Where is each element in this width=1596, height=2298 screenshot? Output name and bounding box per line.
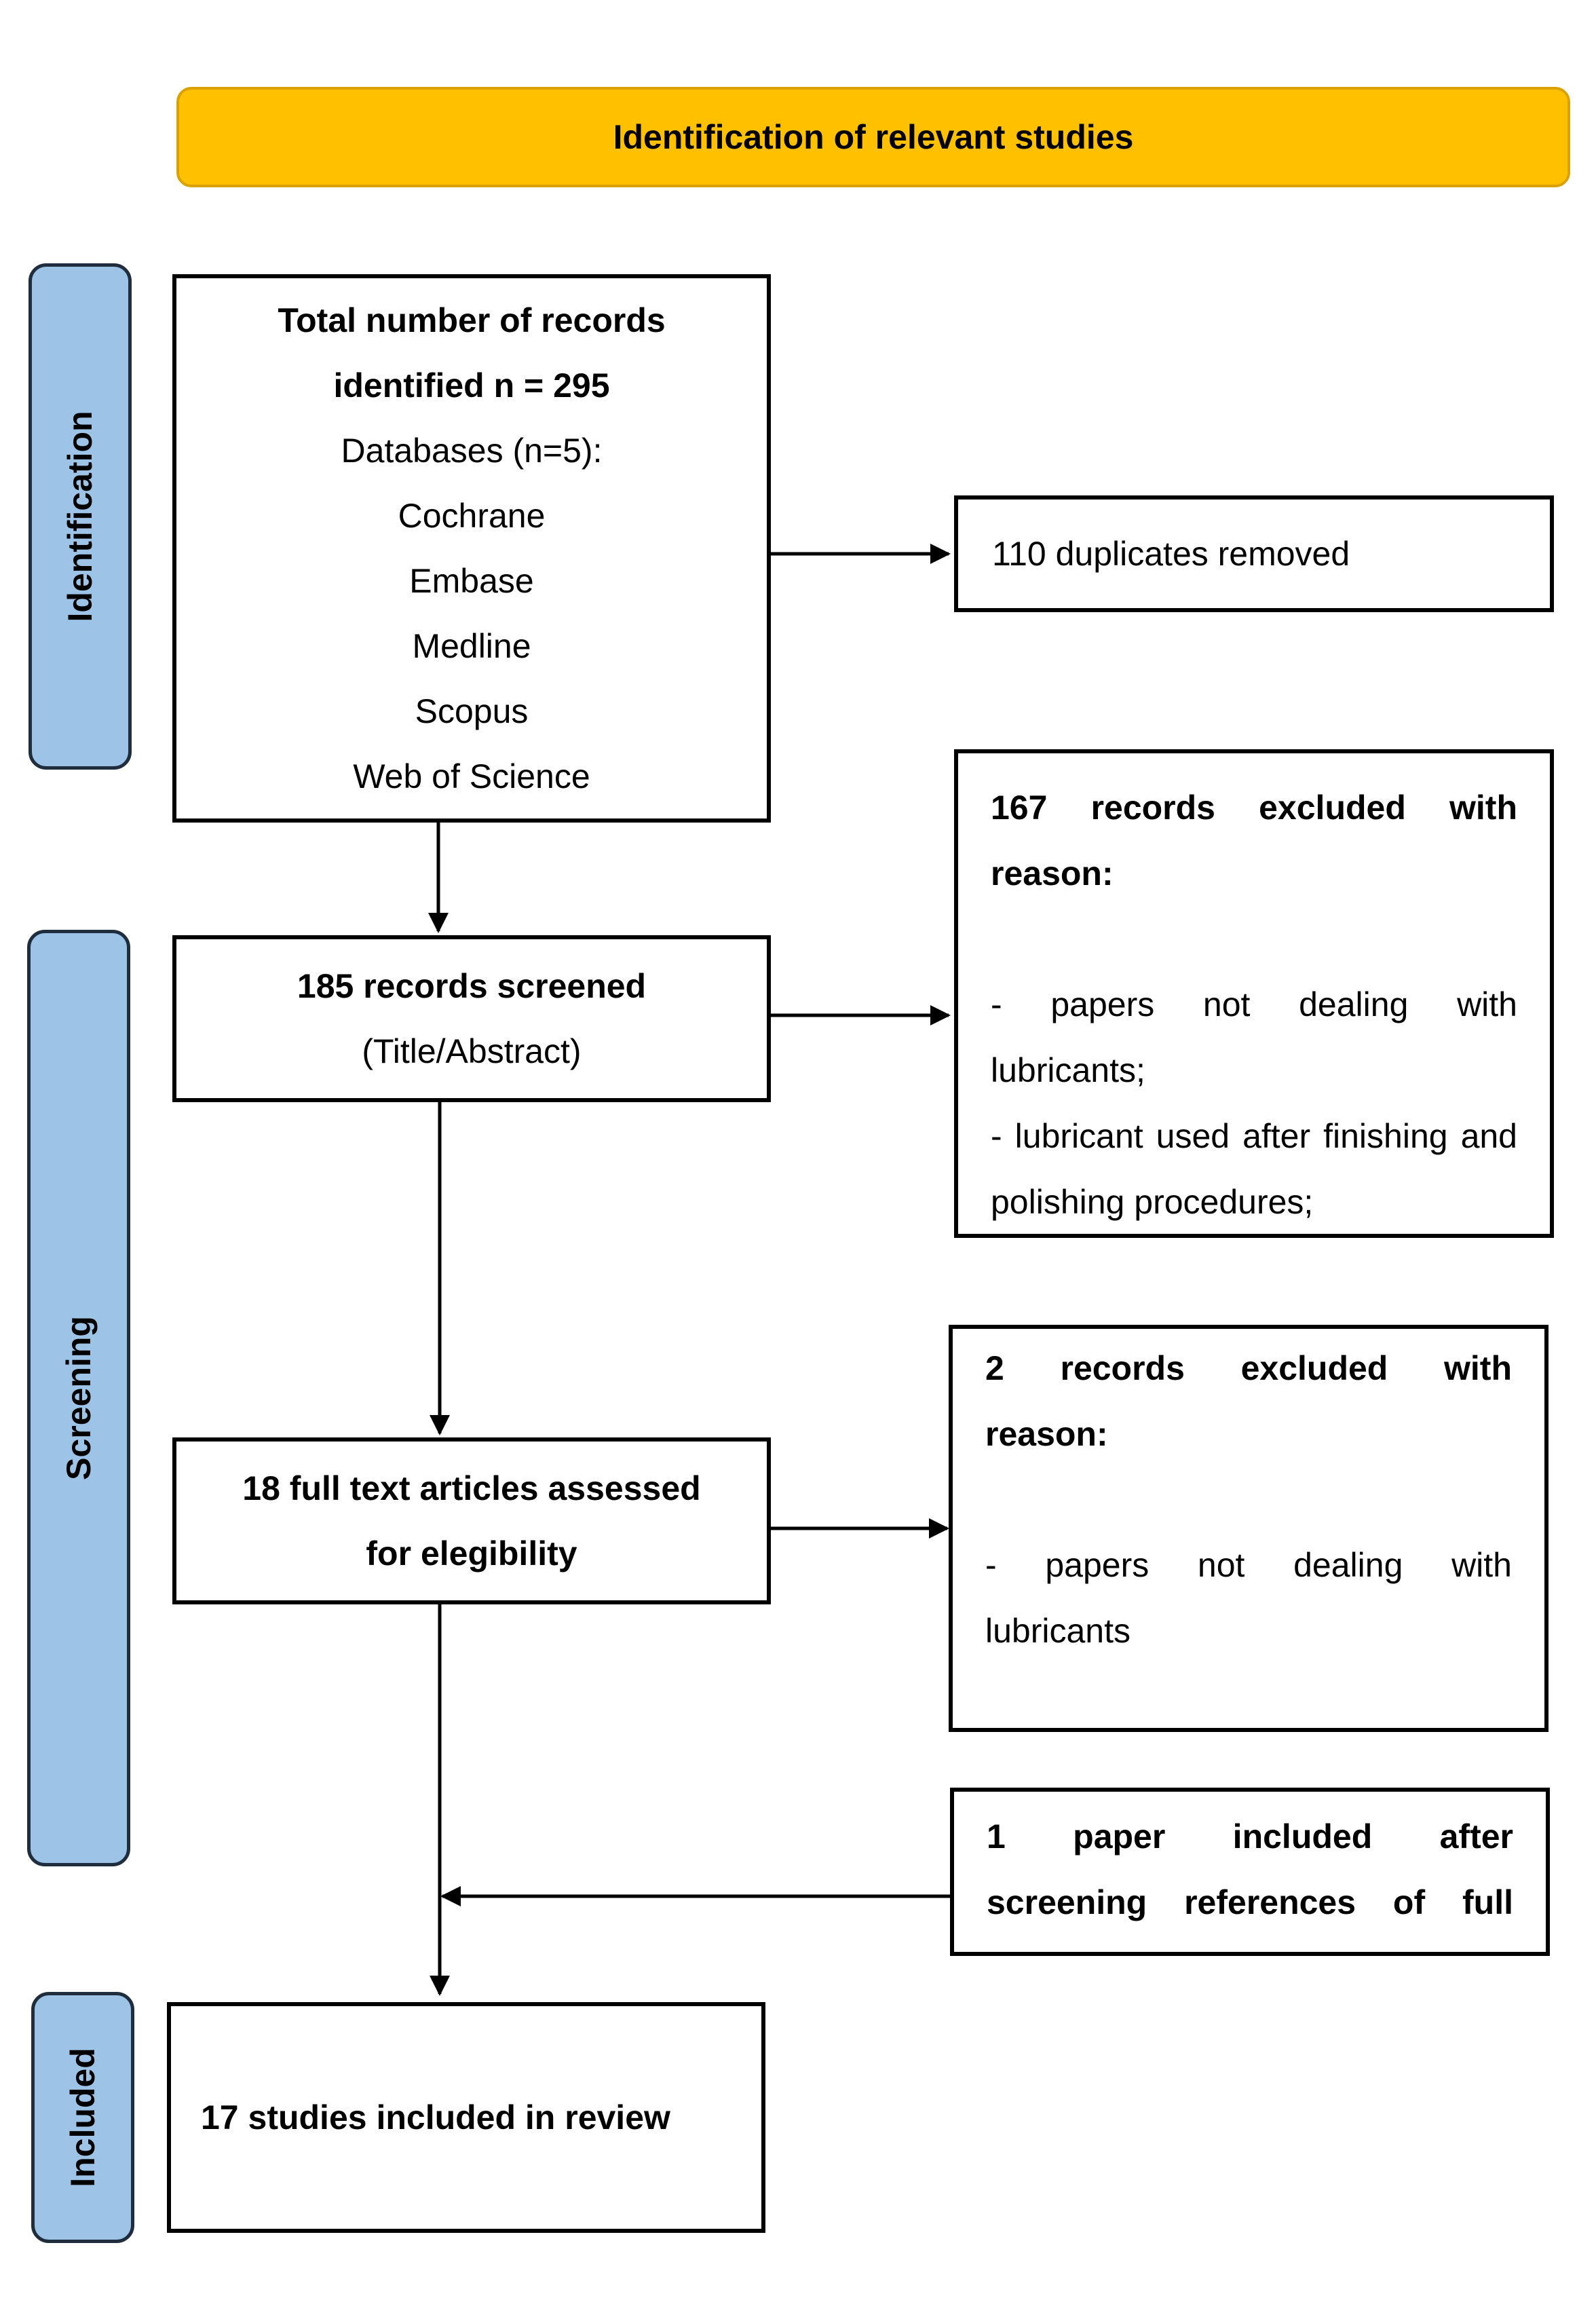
excluded-fulltext-reason1a: - papers not dealing with [985,1546,1512,1584]
spacer [985,1467,1512,1532]
screened-line1: 185 records screened [297,967,647,1005]
databases-heading: Databases (n=5): [341,432,603,470]
stage-identification: Identification [28,263,132,770]
excluded-fulltext-reason1b: lubricants [985,1612,1130,1650]
excluded-screening-reason2a: - lubricant used after finishing and [991,1117,1517,1155]
stage-screening: Screening [27,930,130,1866]
added-box: 1 paper included after screening referen… [950,1788,1550,1956]
records-identified-line2: identified n = 295 [333,366,610,404]
excluded-fulltext-line2: reason: [985,1415,1108,1453]
excluded-fulltext-box: 2 records excluded with reason: - papers… [949,1325,1548,1732]
excluded-screening-reason2b: polishing procedures; [991,1183,1314,1221]
banner-title: Identification of relevant studies [613,118,1134,156]
excluded-screening-line1: 167 records excluded with [991,789,1517,827]
duplicates-text: 110 duplicates removed [992,535,1350,573]
fulltext-box: 18 full text articles assessed for elegi… [172,1437,771,1604]
database-item: Medline [412,627,531,665]
included-box: 17 studies included in review [167,2002,765,2233]
stage-included: Included [31,1992,134,2243]
excluded-screening-box: 167 records excluded with reason: - pape… [954,749,1554,1238]
excluded-fulltext-line1: 2 records excluded with [985,1349,1512,1387]
database-item: Embase [409,562,534,600]
duplicates-box: 110 duplicates removed [954,495,1554,612]
spacer [991,907,1517,972]
excluded-screening-line2: reason: [991,854,1114,892]
database-item: Cochrane [398,497,546,535]
screened-line2: (Title/Abstract) [362,1032,582,1070]
excluded-screening-reason1b: lubricants; [991,1051,1145,1089]
database-item: Web of Science [353,757,590,795]
included-text: 17 studies included in review [201,2098,670,2136]
records-screened-box: 185 records screened (Title/Abstract) [172,935,771,1102]
fulltext-line1: 18 full text articles assessed [242,1469,701,1507]
excluded-screening-reason1a: - papers not dealing with [991,985,1517,1023]
fulltext-line2: for elegibility [366,1534,577,1572]
records-identified-box: Total number of records identified n = 2… [172,274,771,823]
added-line2: screening references of full [987,1883,1513,1921]
header-banner: Identification of relevant studies [176,87,1570,187]
records-identified-line1: Total number of records [278,301,666,339]
added-line1: 1 paper included after [987,1817,1513,1856]
database-item: Scopus [415,692,529,730]
